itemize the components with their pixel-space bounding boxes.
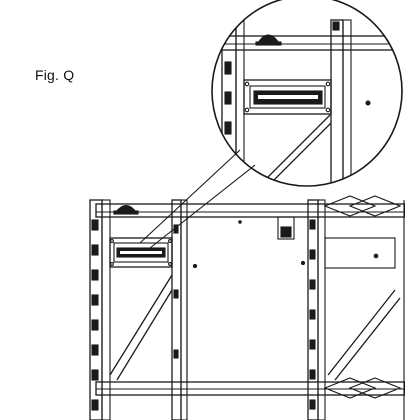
right-upright: [307, 199, 326, 420]
callout-leader-lines: [139, 149, 256, 249]
rack-frame: [95, 203, 405, 396]
figure-label: Fig. Q: [35, 67, 75, 83]
left-upright: [89, 199, 111, 420]
mounting-rail: [109, 237, 173, 268]
left-diagonal-brace: [109, 274, 173, 381]
detail-callout-circle: [211, 0, 403, 187]
left-inner-upright: [171, 199, 188, 420]
right-side-structure: [323, 195, 405, 420]
center-panel: [186, 216, 306, 382]
